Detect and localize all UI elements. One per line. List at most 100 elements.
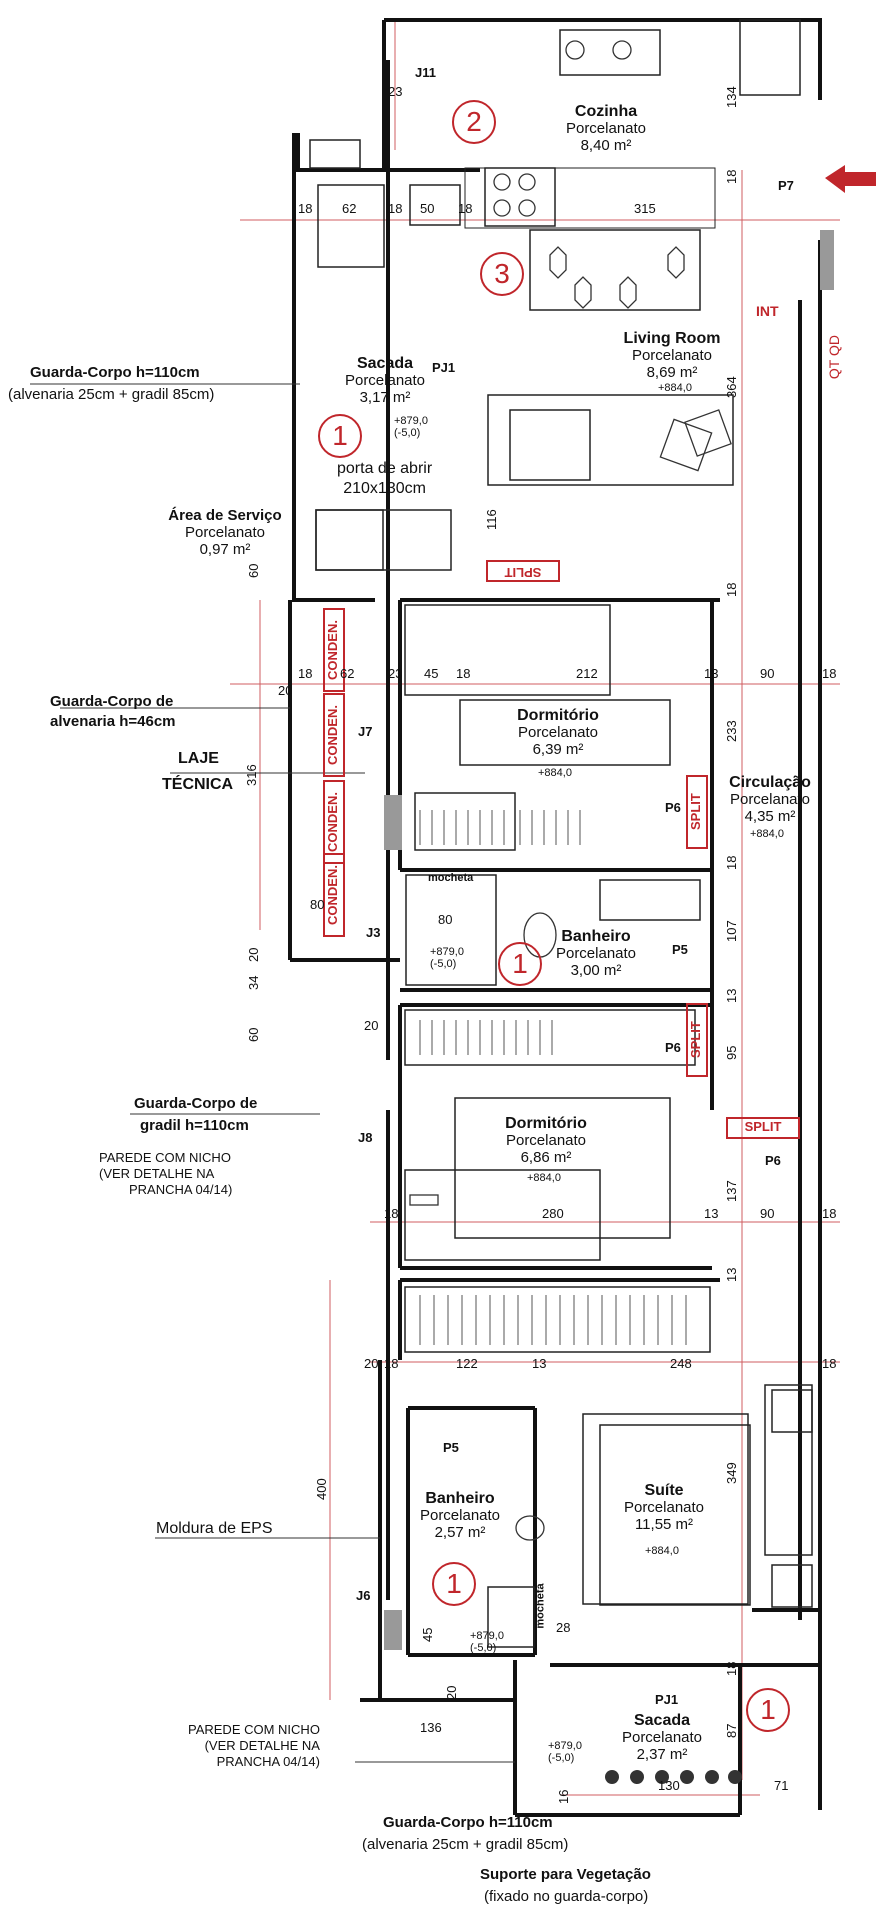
level-sacada-top: +879,0(-5,0) xyxy=(394,415,428,439)
level-value: +879,0 xyxy=(430,946,464,958)
sofa-cushions xyxy=(659,409,732,472)
dim-20-a: 20 xyxy=(278,683,293,698)
tag-j11: J11 xyxy=(415,65,436,80)
dim-13-b: 13 xyxy=(724,988,739,1003)
level-offset: (-5,0) xyxy=(394,427,421,439)
dim-18-a: 18 xyxy=(298,201,313,216)
conden-label-3: CONDEN. xyxy=(323,780,345,864)
room-area: 0,97 m² xyxy=(199,541,251,558)
marker-1-banheiro2: 1 xyxy=(432,1562,476,1606)
tag-p6-c: P6 xyxy=(765,1153,781,1168)
dim-80-a: 80 xyxy=(310,897,325,912)
split-label-dorm1: SPLIT xyxy=(686,775,708,849)
note-gc110-bottom: Guarda-Corpo h=110cm xyxy=(383,1814,553,1831)
interior-lines xyxy=(309,19,813,1648)
dim-62-a: 62 xyxy=(342,201,357,216)
room-finish: Porcelanato xyxy=(419,1507,501,1524)
dim-45-b: 45 xyxy=(420,1627,435,1642)
tag-pj1-top: PJ1 xyxy=(432,360,456,375)
note-eps: Moldura de EPS xyxy=(156,1520,273,1537)
note-gcgradil-detail: gradil h=110cm xyxy=(140,1117,249,1134)
room-area: 2,57 m² xyxy=(434,1524,486,1541)
level-value: +879,0 xyxy=(548,1740,582,1752)
note-gc110-bottom-detail: (alvenaria 25cm + gradil 85cm) xyxy=(362,1836,569,1853)
level-offset: (-5,0) xyxy=(430,958,457,970)
room-name: Banheiro xyxy=(425,1490,495,1507)
nicho-line-2: (VER DETALHE NA xyxy=(99,1166,215,1181)
room-area: 6,39 m² xyxy=(532,741,584,758)
dim-34: 34 xyxy=(246,975,261,990)
tag-p6-b: P6 xyxy=(665,1040,681,1055)
dim-45-a: 45 xyxy=(424,666,439,681)
split-label-dorm2: SPLIT xyxy=(686,1003,708,1077)
dim-20-d: 20 xyxy=(364,1356,379,1371)
level-offset: (-5,0) xyxy=(548,1752,575,1764)
marker-1-sacada: 1 xyxy=(318,414,362,458)
dim-13-c: 13 xyxy=(704,1206,719,1221)
tag-pj1-bottom: PJ1 xyxy=(655,1692,679,1707)
stove xyxy=(493,40,632,217)
dim-18-b: 18 xyxy=(388,201,403,216)
room-area: 4,35 m² xyxy=(744,808,796,825)
dim-18-m: 18 xyxy=(822,1356,837,1371)
room-area: 3,17 m² xyxy=(359,389,411,406)
dim-90-b: 90 xyxy=(760,1206,775,1221)
dim-20-c: 20 xyxy=(364,1018,379,1033)
split-label-living: SPLIT xyxy=(486,560,560,582)
conden-label-4: CONDEN. xyxy=(323,853,345,937)
room-finish: Porcelanato xyxy=(555,945,637,962)
tag-j8: J8 xyxy=(358,1130,373,1145)
dim-400: 400 xyxy=(314,1478,329,1500)
nicho-line-1: PAREDE COM NICHO xyxy=(99,1150,231,1165)
nicho-line-2: (VER DETALHE NA xyxy=(204,1738,320,1753)
room-dorm1: Dormitório Porcelanato 6,39 m² xyxy=(517,707,599,758)
entrance-arrow-icon xyxy=(825,165,876,193)
dining-set xyxy=(549,246,685,309)
dim-134: 134 xyxy=(724,86,739,108)
tag-mocheta-b: mocheta xyxy=(534,1583,547,1629)
room-name: Dormitório xyxy=(505,1115,587,1132)
level-banheiro2: +879,0(-5,0) xyxy=(470,1630,504,1654)
dim-18-k: 18 xyxy=(822,1206,837,1221)
hatched-shafts xyxy=(384,230,834,1650)
note-gc46: Guarda-Corpo de xyxy=(50,693,174,710)
dim-87: 87 xyxy=(724,1723,739,1738)
tag-p7: P7 xyxy=(778,178,794,193)
dim-18-j: 18 xyxy=(384,1206,399,1221)
room-cozinha: Cozinha Porcelanato 8,40 m² xyxy=(566,103,646,154)
dim-20-e: 20 xyxy=(444,1685,459,1700)
marker-1-banheiro: 1 xyxy=(498,942,542,986)
room-finish: Porcelanato xyxy=(729,791,811,808)
room-name: Suíte xyxy=(644,1482,684,1499)
dim-18-h: 18 xyxy=(822,666,837,681)
room-finish: Porcelanato xyxy=(631,347,713,364)
dimension-lines xyxy=(230,20,840,1796)
nicho-line-1: PAREDE COM NICHO xyxy=(188,1722,320,1737)
dim-136: 136 xyxy=(420,1720,442,1735)
dim-13-a: 13 xyxy=(704,666,719,681)
note-laje: LAJE xyxy=(178,750,219,767)
room-name: Banheiro xyxy=(561,928,631,945)
dim-23: 23 xyxy=(388,84,403,99)
tag-p6-a: P6 xyxy=(665,800,681,815)
note-nicho-1: PAREDE COM NICHO (VER DETALHE NA PRANCHA… xyxy=(99,1150,232,1198)
level-value: +879,0 xyxy=(394,415,428,427)
level-sacada-bottom: +879,0(-5,0) xyxy=(548,1740,582,1764)
tag-p5-a: P5 xyxy=(672,942,688,957)
wardrobe-hangers xyxy=(419,810,687,1345)
note-gc46-detail: alvenaria h=46cm xyxy=(50,713,176,730)
note-nicho-2: PAREDE COM NICHO (VER DETALHE NA PRANCHA… xyxy=(188,1722,320,1770)
dim-18-e: 18 xyxy=(724,582,739,597)
dim-248: 248 xyxy=(670,1356,692,1371)
dim-23-b: 23 xyxy=(388,666,403,681)
room-name: Circulação xyxy=(729,774,811,791)
dim-13-e: 13 xyxy=(532,1356,547,1371)
door-type: porta de abrir xyxy=(337,460,433,477)
door-size: 210x130cm xyxy=(343,480,426,497)
dim-107: 107 xyxy=(724,920,739,942)
door-note: porta de abrir 210x130cm xyxy=(337,459,432,499)
dim-18-n: 18 xyxy=(724,1661,739,1676)
dim-18-g: 18 xyxy=(456,666,471,681)
room-sacada-top: Sacada Porcelanato 3,17 m² xyxy=(345,355,425,406)
